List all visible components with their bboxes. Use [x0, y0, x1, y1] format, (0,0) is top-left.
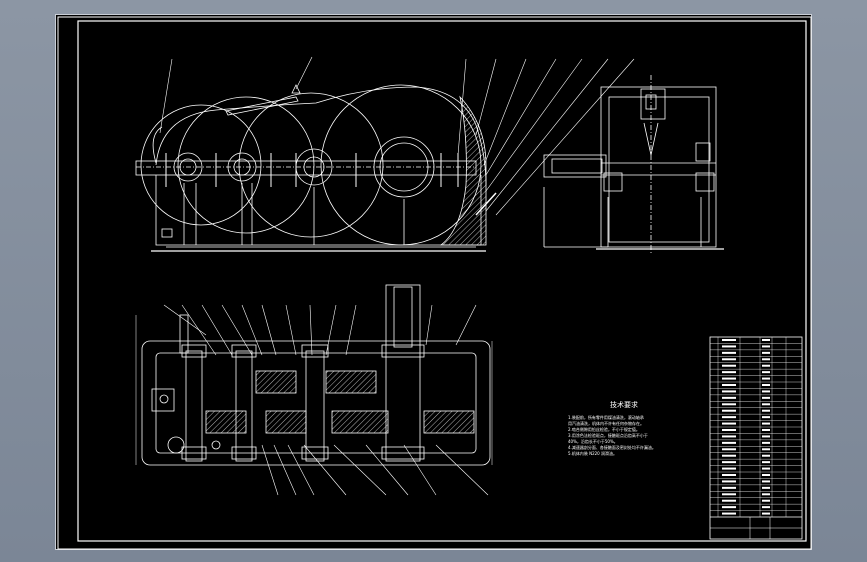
tech-req-title: 技术要求 — [610, 400, 638, 409]
outer-frame — [57, 16, 812, 550]
oil-gauge — [475, 192, 497, 216]
top-housing-inner — [155, 352, 477, 454]
gear-circle-3 — [238, 92, 384, 238]
inner-frame — [77, 20, 807, 542]
gear-shafts — [185, 284, 421, 462]
top-input-shaft — [179, 314, 189, 354]
output-shaft — [385, 284, 421, 462]
top-section-view — [135, 284, 493, 496]
side-view — [543, 75, 724, 255]
parts-list-frame — [709, 336, 803, 540]
tech-req-line-1: 1.装配前，所有零件用煤油清洗，滚动轴承 — [568, 414, 644, 420]
front-view — [135, 56, 635, 252]
gear-circle-4 — [320, 84, 482, 246]
bearings — [181, 344, 425, 460]
bearing-bore-2 — [227, 152, 257, 182]
cad-viewport[interactable]: 技术要求 1.装配前，所有零件用煤油清洗，滚动轴承 用汽油清洗，机体内不许有任何… — [55, 14, 812, 550]
gear-reducer-assembly-drawing: 技术要求 1.装配前，所有零件用煤油清洗，滚动轴承 用汽油清洗，机体内不许有任何… — [57, 16, 812, 550]
top-leader-lines — [163, 304, 489, 496]
gear-circle-2 — [177, 96, 315, 234]
tech-req-line-6: 4.减速器剖分面、各接触面及密封处均不许漏油。 — [568, 444, 656, 450]
gear-circle-1 — [140, 104, 262, 226]
side-housing — [600, 86, 717, 248]
drain-plug — [161, 228, 173, 238]
lifting-lug — [152, 126, 163, 164]
vent-plug — [291, 84, 301, 94]
inspection-cover — [225, 96, 299, 116]
tech-req-line-3: 2.啮合侧隙用铅丝检验，不小于规定值。 — [568, 426, 640, 432]
top-housing-outer — [141, 340, 491, 466]
parts-list-table — [709, 336, 803, 540]
technical-requirements: 技术要求 1.装配前，所有零件用煤油清洗，滚动轴承 用汽油清洗，机体内不许有任何… — [568, 400, 656, 456]
side-cone — [643, 122, 659, 156]
side-breather — [640, 88, 666, 120]
input-shaft — [543, 154, 607, 178]
tech-req-line-7: 5.机体内装 N220 润滑油。 — [568, 450, 617, 456]
housing-base — [155, 175, 482, 246]
tech-req-line-2: 用汽油清洗，机体内不许有任何杂物存在。 — [568, 420, 644, 426]
tech-req-line-5: 40%，沿齿长不小于50%。 — [568, 438, 618, 444]
housing-ribs — [183, 183, 405, 245]
front-leader-lines — [159, 56, 635, 216]
flange-bolts — [165, 153, 459, 187]
base-bolt-hole — [167, 436, 185, 454]
hatched-end-wall — [439, 95, 487, 246]
section-gears — [205, 370, 475, 434]
tech-req-line-4: 3.用涂色法检验斑点，接触斑点沿齿高不小于 — [568, 432, 648, 438]
